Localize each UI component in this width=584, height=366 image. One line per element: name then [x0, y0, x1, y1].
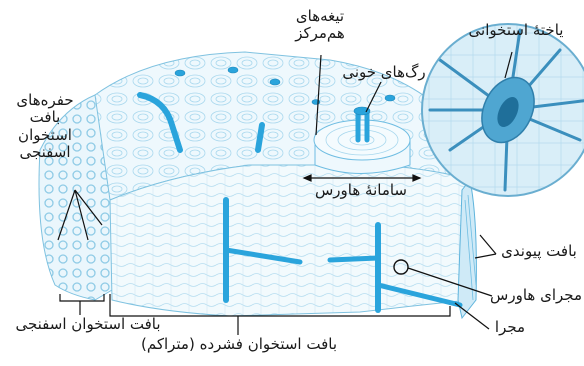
- label-connective-tissue: بافت پیوندی: [496, 243, 582, 260]
- label-blood-vessels: رگ‌های خونی: [342, 64, 426, 81]
- label-spongy-cavities: حفره‌های بافت استخوان اسفنجی: [14, 92, 76, 161]
- top-vessel-short: [258, 125, 262, 150]
- label-spongy-bone: بافت استخوان اسفنجی: [8, 316, 168, 333]
- label-bone-cell: یاختهٔ استخوانی: [464, 22, 568, 39]
- label-concentric-lamellae: تیغه‌های هم‌مرکز: [285, 8, 355, 43]
- label-compact-bone: بافت استخوان فشرده (متراکم): [136, 336, 342, 353]
- label-haversian-system: سامانهٔ هاورس: [302, 182, 420, 199]
- label-haversian-canal: مجرای هاورس: [492, 287, 582, 304]
- label-canal: مجرا: [490, 319, 530, 336]
